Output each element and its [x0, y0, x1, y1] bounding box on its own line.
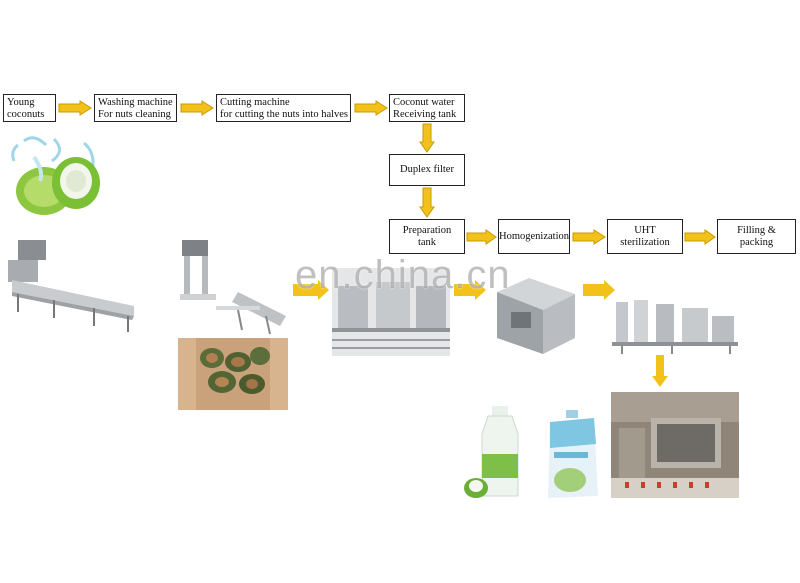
cutting-machine-photo [180, 240, 286, 335]
right-arrow-icon [684, 229, 716, 245]
node-duplex-filter: Duplex filter [389, 154, 465, 186]
coconut-photo [11, 136, 100, 215]
right-arrow-icon [583, 280, 615, 300]
node-label: Cutting machine [220, 97, 290, 108]
node-label: For nuts cleaning [98, 109, 171, 120]
node-washing-machine: Washing machine For nuts cleaning [94, 94, 177, 122]
node-label: UHT sterilization [620, 224, 670, 248]
node-label: Preparation tank [402, 224, 452, 248]
down-arrow-icon [652, 355, 668, 387]
right-arrow-icon [180, 100, 214, 116]
node-label: Coconut water [393, 97, 455, 108]
right-arrow-icon [454, 280, 486, 300]
node-label: Receiving tank [393, 109, 457, 120]
right-arrow-icon [572, 229, 606, 245]
node-label: Washing machine [98, 97, 173, 108]
bottled-coconut-water-photo [464, 406, 519, 498]
down-arrow-icon [419, 123, 435, 153]
node-preparation-tank: Preparation tank [389, 219, 465, 254]
washing-machine-photo [8, 240, 134, 332]
filling-line-photo [611, 392, 739, 498]
node-cutting-machine: Cutting machine for cutting the nuts int… [216, 94, 351, 122]
watermark: en.china.cn [295, 253, 511, 297]
right-arrow-icon [354, 100, 388, 116]
node-uht-sterilization: UHT sterilization [607, 219, 683, 254]
tanks-photo [332, 268, 450, 356]
right-arrow-icon [466, 229, 497, 245]
node-label: Homogenization [499, 230, 569, 242]
node-label: Filling & packing [737, 224, 776, 248]
node-receiving-tank: Coconut water Receiving tank [389, 94, 465, 122]
uht-sterilizer-photo [612, 300, 738, 354]
node-homogenization: Homogenization [498, 219, 570, 254]
node-young-coconuts: Young coconuts [3, 94, 56, 122]
node-label: coconuts [7, 109, 45, 120]
node-label: for cutting the nuts into halves [220, 109, 349, 120]
node-label: Young [7, 97, 35, 108]
right-arrow-icon [58, 100, 92, 116]
homogenizer-photo [497, 278, 575, 354]
cut-coconuts-crate-photo [178, 338, 288, 410]
node-filling-packing: Filling & packing [717, 219, 796, 254]
coconut-water-carton-photo [548, 410, 598, 498]
down-arrow-icon [419, 187, 435, 218]
node-label: Duplex filter [400, 164, 454, 175]
right-arrow-icon [293, 280, 329, 300]
